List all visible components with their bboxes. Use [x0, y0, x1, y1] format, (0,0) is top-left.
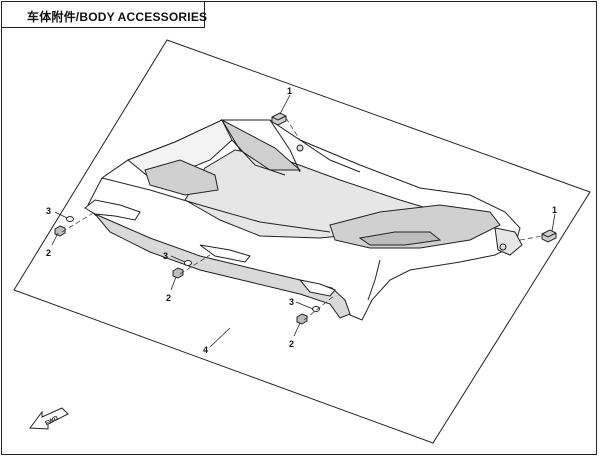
fastener-washer-right [312, 306, 320, 312]
fastener-nut-right [296, 313, 308, 325]
fastener-washer-mid [184, 260, 192, 266]
forward-direction-arrow: FWD [29, 407, 69, 430]
assembly-boundary [13, 39, 591, 444]
callout-3-right: 3 [289, 297, 294, 307]
callout-2-right: 2 [289, 339, 294, 349]
fastener-bolt-right [541, 229, 557, 243]
title-box: 车体附件/BODY ACCESSORIES [1, 1, 208, 28]
callout-2-mid: 2 [166, 293, 171, 303]
callout-3-mid: 3 [163, 251, 168, 261]
callout-1-right: 1 [552, 205, 557, 215]
fastener-nut-mid [172, 267, 184, 279]
page-title: 车体附件/BODY ACCESSORIES [27, 10, 208, 24]
callout-4: 4 [203, 345, 208, 355]
callout-2-left: 2 [46, 248, 51, 258]
fastener-bolt-top [271, 112, 287, 126]
leader-lines [51, 94, 556, 348]
callout-3-left: 3 [46, 206, 51, 216]
fastener-washer-left [66, 216, 74, 222]
assembly-centerlines [61, 117, 543, 321]
callout-1-top: 1 [287, 86, 292, 96]
roof-panel [84, 118, 523, 321]
